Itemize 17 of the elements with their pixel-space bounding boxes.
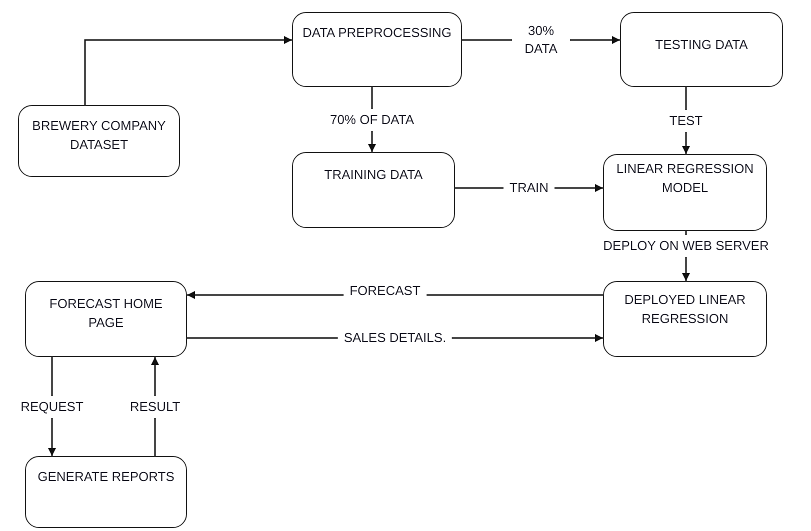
node-text: TESTING DATA (655, 36, 748, 54)
node-text: GENERATE REPORTS (38, 468, 174, 486)
node-text: TRAINING DATA (324, 166, 423, 184)
node-text: BREWERY COMPANY DATASET (31, 117, 167, 154)
process-box (18, 105, 180, 177)
process-box (25, 456, 187, 528)
process-box (25, 281, 187, 357)
node-text: DATA PREPROCESSING (302, 24, 452, 42)
process-box (603, 154, 767, 231)
arrow (84, 36, 292, 105)
process-box (603, 281, 767, 357)
node-text: DEPLOYED LINEAR REGRESSION (623, 291, 747, 328)
process-box (620, 12, 783, 87)
process-box (292, 12, 462, 87)
node-text: LINEAR REGRESSION MODEL (615, 160, 755, 197)
process-box (292, 152, 455, 228)
node-text: FORECAST HOME PAGE (48, 295, 164, 332)
